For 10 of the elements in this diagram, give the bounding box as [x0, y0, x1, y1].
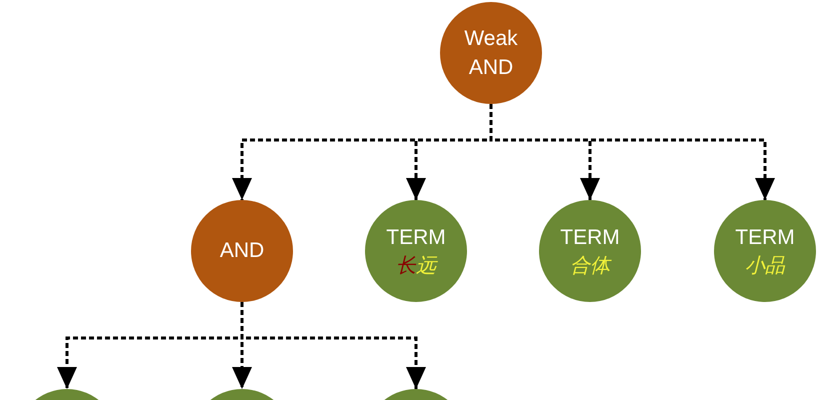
arrow: [240, 302, 426, 389]
node-label: TERM: [385, 225, 447, 252]
node-label: TERM: [559, 225, 621, 252]
node-label: TERM: [734, 225, 796, 252]
node-sublabel: 合体: [570, 254, 610, 279]
node-sublabel: 长远: [396, 254, 436, 279]
node-label: Weak AND: [463, 26, 519, 81]
arrow: [490, 104, 775, 200]
node-label: AND: [218, 238, 266, 264]
node-sublabel: 小品: [745, 254, 785, 279]
